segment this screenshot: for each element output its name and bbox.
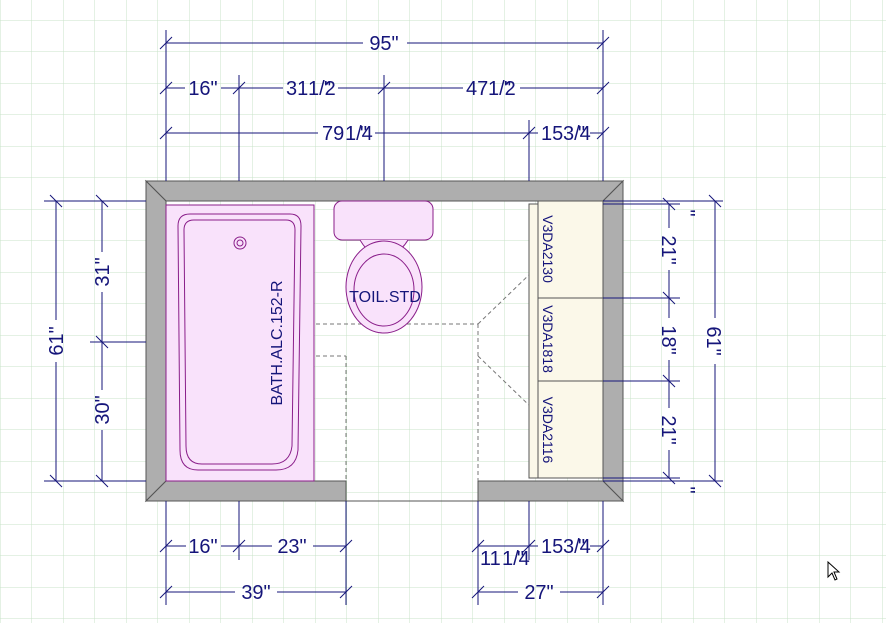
svg-text:": " [517,548,524,570]
right-dimensions: " " 21" 18" 21" 61" [603,194,724,494]
dim-wide-left: 79 1/4 " [322,123,373,145]
dim-left-lower-text: 30" [92,395,114,424]
dim-top-mid: 31 1/2 " [286,78,336,100]
dim-overall-width-text: 95" [369,33,398,55]
cabinet-bottom-label: V3DA2116 [540,397,556,464]
dim-right-split[interactable]: 21" 18" 21" [657,204,679,478]
bathtub-basin-outer [177,213,302,471]
mouse-pointer-icon [827,560,841,581]
svg-text:": " [504,78,511,100]
dim-right-overall[interactable]: 61" [702,194,724,488]
toilet[interactable]: TOIL.STD [333,200,434,334]
dim-right-top-text: 21" [657,235,679,264]
svg-text:": " [578,123,585,145]
top-dimensions: 95" 16" 31 1/2 " 47 1/2 " [159,30,610,181]
dim-left-upper-text: 31" [92,257,114,286]
dim-right-mid-text: 18" [657,325,679,354]
dim-top-row3[interactable]: 79 1/4 " 15 3/4 " [159,123,610,145]
dim-left-split[interactable]: 31" 30" [92,194,114,488]
svg-text:": " [324,78,331,100]
toilet-bowl-inner [353,253,415,327]
dim-right-bottom-text: 21" [657,415,679,444]
dim-right-small-bottom-text: " [676,486,698,493]
svg-text:15: 15 [541,536,563,558]
toilet-bowl-outer [345,240,423,334]
dim-right-overall-text: 61" [702,326,724,355]
dim-top-mid-frac: 1/2 [308,78,336,100]
dim-bottom-right-row1[interactable]: 11 1/4 " 15 3/4 " [471,536,610,570]
dim-bottom-right-a: 11 1/4 " [480,548,530,570]
dim-overall-width[interactable]: 95" [159,33,610,55]
dim-wide-right: 15 3/4 " [541,123,591,145]
cabinet-bottom[interactable] [537,380,604,479]
cabinet-middle[interactable] [537,297,604,382]
svg-text:79: 79 [322,123,344,145]
vanity-cabinets[interactable]: V3DA2130 V3DA1818 V3DA2116 [528,200,604,479]
dim-bottom-right-b-frac: 3/4 [563,536,591,558]
dim-bottom-left-row2[interactable]: 39" [159,582,353,604]
dim-wide-right-frac: 3/4 [563,123,591,145]
dim-wide-left-frac: 1/4 [345,123,373,145]
toilet-tank [333,200,434,241]
bathtub-basin-inner [183,219,296,465]
dim-top-right-frac: 1/2 [488,78,516,100]
bottom-dimensions: 16" 23" 39" 11 1/4 " 15 3/4 [159,501,610,605]
drain-icon [233,236,247,250]
dim-bottom-left-row1[interactable]: 16" 23" [159,536,353,558]
walls[interactable] [144,179,625,503]
dim-top-row2[interactable]: 16" 31 1/2 " 47 1/2 " [159,78,610,100]
toilet-label: TOIL.STD [349,289,421,306]
svg-text:31: 31 [286,78,308,100]
cabinet-middle-label: V3DA1818 [540,305,556,373]
cabinet-top-label: V3DA2130 [540,215,556,283]
svg-text:": " [360,123,367,145]
dim-top-right: 47 1/2 " [466,78,516,100]
wall-bottom-right[interactable] [477,480,625,502]
svg-text:15: 15 [541,123,563,145]
left-dimensions: 61" 31" 30" [44,194,146,488]
bathtub[interactable]: BATH.ALC.152-R [165,204,315,482]
dim-bottom-left-a-text: 16" [188,536,217,558]
svg-text:": " [578,536,585,558]
wall-bottom-left[interactable] [144,480,347,502]
dim-bottom-right-row2[interactable]: 27" [471,582,610,604]
svg-text:11: 11 [480,548,501,570]
dim-left-overall[interactable]: 61" [46,194,68,488]
wall-right[interactable] [602,179,624,503]
dim-bottom-right-a-frac: 1/4 [502,548,530,570]
dim-top-left-text: 16" [188,78,217,100]
cabinet-top[interactable] [537,200,604,299]
dim-right-small-top-text: " [676,209,698,216]
dim-bottom-left-total-text: 39" [241,582,270,604]
dim-bottom-right-total-text: 27" [524,582,553,604]
dim-bottom-right-b: 15 3/4 " [541,536,591,558]
cabinet-toe-kick [528,203,539,479]
dim-left-overall-text: 61" [46,326,68,355]
wall-left[interactable] [145,179,167,503]
dim-bottom-left-b-text: 23" [277,536,306,558]
svg-text:47: 47 [466,78,488,100]
wall-top[interactable] [144,180,625,202]
bathtub-label: BATH.ALC.152-R [269,280,286,405]
